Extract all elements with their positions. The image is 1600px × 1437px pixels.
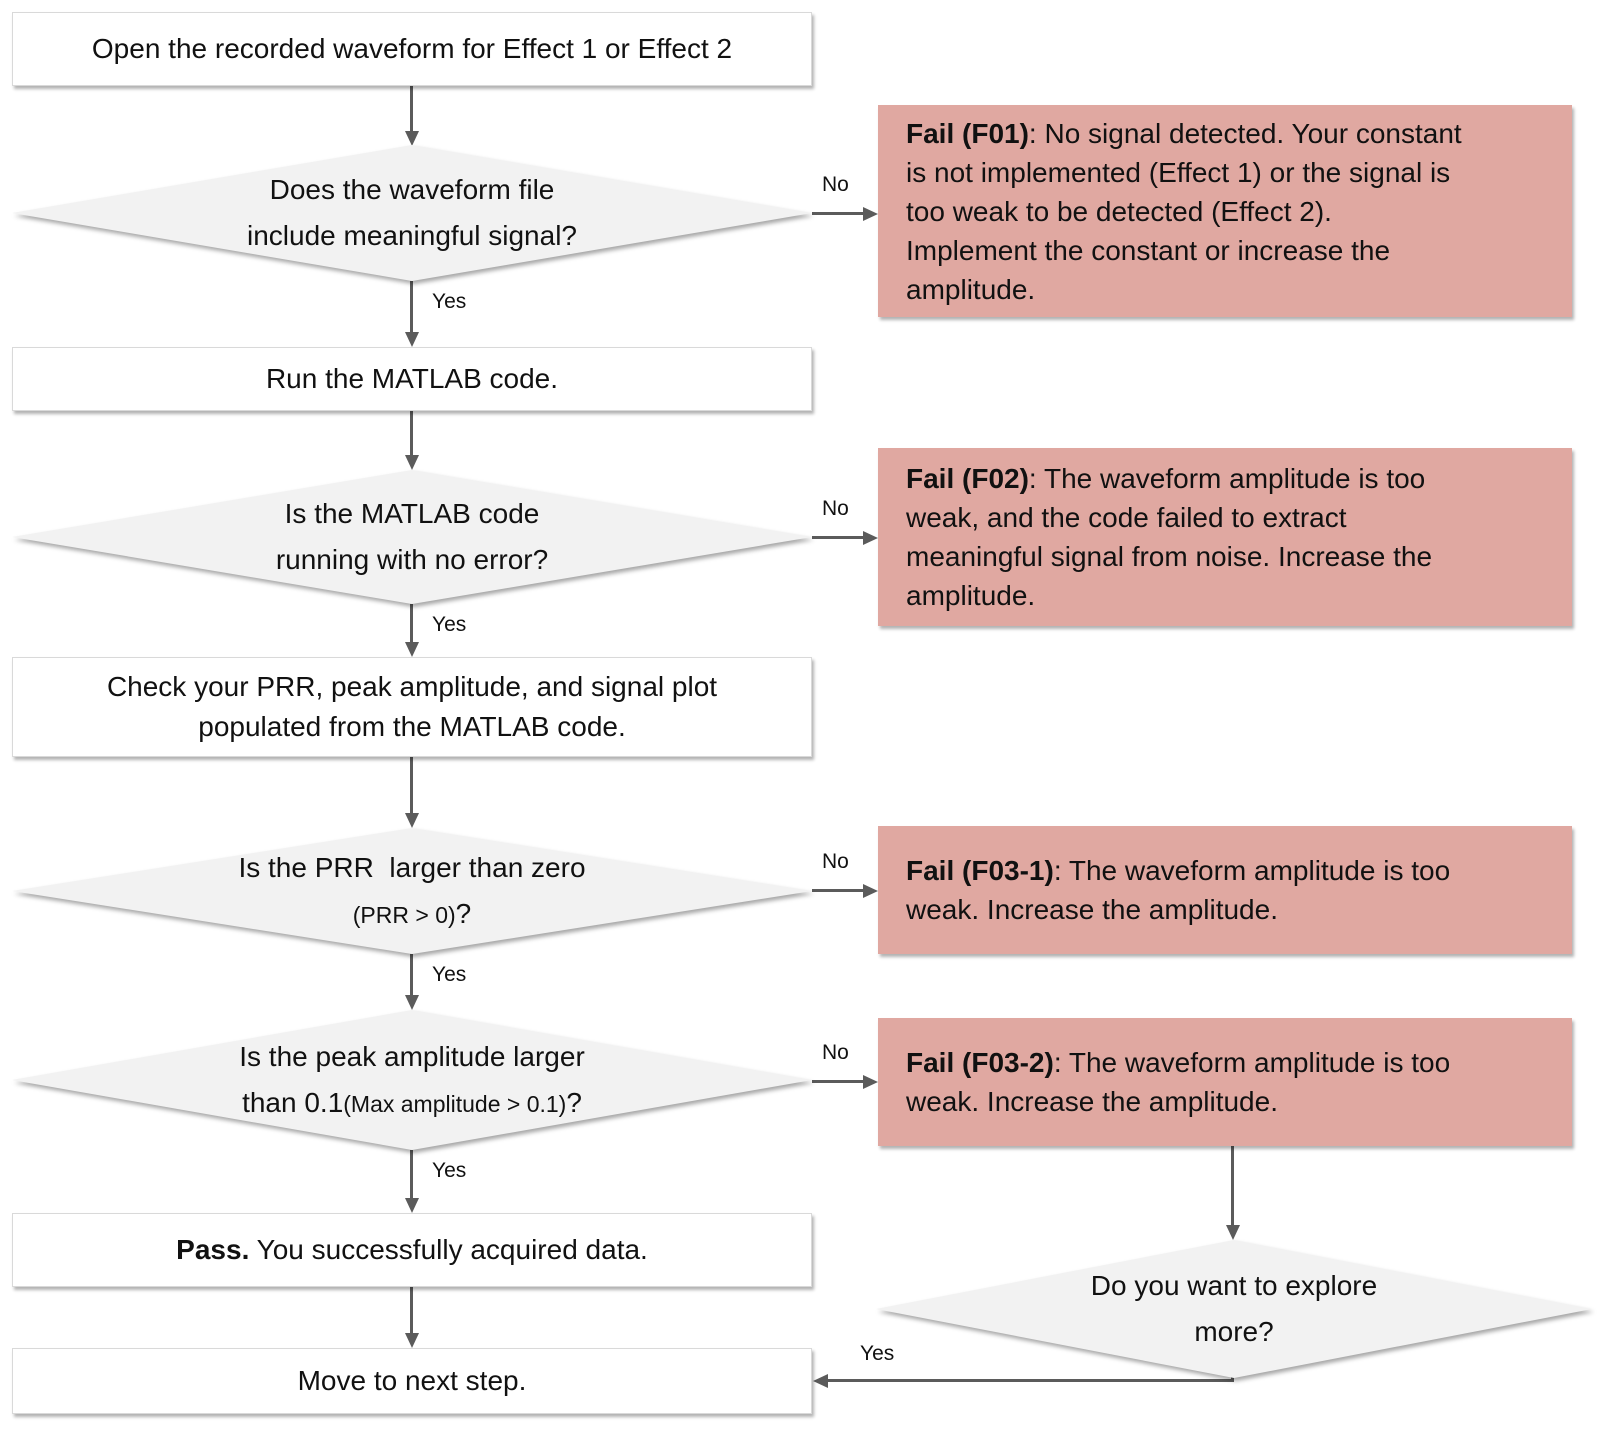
decision-peak-amplitude-text: Is the peak amplitude larger than 0.1(Ma…	[239, 1040, 585, 1118]
diamond-shape	[12, 1010, 812, 1150]
fail-f03-2-line2: weak. Increase the amplitude.	[906, 1086, 1278, 1117]
decision-no-error-text: Is the MATLAB code running with no error…	[275, 498, 549, 575]
fail-f03-2-line1: Fail (F03-2): The waveform amplitude is …	[906, 1047, 1451, 1078]
diamond-shape	[12, 145, 812, 281]
connector-no-to-f02	[812, 536, 863, 539]
connector-no-to-f03-1	[812, 889, 863, 892]
edge-label-yes-2: Yes	[432, 613, 467, 636]
step-pass: Pass. You successfully acquired data.	[12, 1213, 812, 1287]
connector-open-to-signal-decision	[410, 86, 413, 131]
fail-f02-line3: meaningful signal from noise. Increase t…	[906, 541, 1433, 572]
connector-check-to-prr-decision	[410, 757, 413, 813]
step-run-matlab: Run the MATLAB code.	[12, 347, 812, 411]
edge-label-yes-3: Yes	[432, 963, 467, 986]
step-run-matlab-label: Run the MATLAB code.	[265, 363, 559, 394]
step-open-waveform: Open the recorded waveform for Effect 1 …	[12, 12, 812, 86]
fail-f01-line1: Fail (F01): No signal detected. Your con…	[906, 117, 1462, 149]
connector-peak-decision-to-pass	[410, 1150, 413, 1198]
connector-signal-decision-to-run	[410, 281, 413, 332]
fail-box-f01: Fail (F01): No signal detected. Your con…	[878, 105, 1572, 317]
step-move-next: Move to next step.	[12, 1348, 812, 1414]
fail-box-f03-1: Fail (F03-1): The waveform amplitude is …	[878, 826, 1572, 954]
step-move-next-label: Move to next step.	[297, 1365, 527, 1396]
connector-run-to-error-decision	[410, 411, 413, 455]
fail-f02-line1: Fail (F02): The waveform amplitude is to…	[906, 463, 1426, 494]
fail-f03-1-line2: weak. Increase the amplitude.	[906, 894, 1278, 925]
connector-explore-yes-to-move	[828, 1379, 1234, 1382]
step-check-outputs-line2: populated from the MATLAB code.	[198, 711, 626, 742]
step-check-outputs: Check your PRR, peak amplitude, and sign…	[12, 657, 812, 757]
decision-prr-positive-text: Is the PRR larger than zero (PRR > 0)?	[238, 851, 586, 929]
diamond-shape	[12, 828, 812, 954]
decision-meaningful-signal: Does the waveform file include meaningfu…	[12, 145, 812, 281]
fail-f01-line3: too weak to be detected (Effect 2).	[906, 195, 1332, 227]
connector-f03-2-to-explore-decision	[1231, 1146, 1234, 1225]
fail-f01-line4: Implement the constant or increase the	[906, 234, 1391, 266]
edge-label-yes-explore: Yes	[860, 1342, 895, 1365]
decision-prr-positive: Is the PRR larger than zero (PRR > 0)?	[12, 828, 812, 954]
decision-meaningful-signal-text: Does the waveform file include meaningfu…	[247, 174, 577, 251]
edge-label-no-1: No	[822, 173, 849, 196]
connector-no-to-f01	[812, 212, 863, 215]
edge-label-no-2: No	[822, 497, 849, 520]
connector-error-decision-to-check	[410, 604, 413, 642]
decision-peak-amplitude: Is the peak amplitude larger than 0.1(Ma…	[12, 1010, 812, 1150]
fail-f03-1-line1: Fail (F03-1): The waveform amplitude is …	[906, 855, 1451, 886]
diamond-shape	[876, 1240, 1592, 1378]
step-open-waveform-label: Open the recorded waveform for Effect 1 …	[91, 33, 733, 64]
fail-f02-line2: weak, and the code failed to extract	[906, 502, 1347, 533]
fail-f01-line2: is not implemented (Effect 1) or the sig…	[906, 156, 1451, 188]
fail-f02-line4: amplitude.	[906, 580, 1036, 611]
fail-box-f02: Fail (F02): The waveform amplitude is to…	[878, 448, 1572, 626]
fail-f01-line5: amplitude.	[906, 273, 1036, 305]
connector-no-to-f03-2	[812, 1080, 863, 1083]
step-pass-label: Pass. You successfully acquired data.	[176, 1234, 648, 1265]
edge-label-no-3: No	[822, 850, 849, 873]
step-check-outputs-line1: Check your PRR, peak amplitude, and sign…	[106, 671, 718, 702]
decision-explore-more-text: Do you want to explore more?	[1090, 1270, 1378, 1347]
decision-explore-more: Do you want to explore more?	[876, 1240, 1592, 1378]
connector-prr-decision-to-peak-decision	[410, 954, 413, 995]
decision-no-error: Is the MATLAB code running with no error…	[12, 470, 812, 604]
edge-label-yes-1: Yes	[432, 290, 467, 313]
diamond-shape	[12, 470, 812, 604]
connector-pass-to-move	[410, 1287, 413, 1333]
fail-box-f03-2: Fail (F03-2): The waveform amplitude is …	[878, 1018, 1572, 1146]
edge-label-yes-4: Yes	[432, 1159, 467, 1182]
edge-label-no-4: No	[822, 1041, 849, 1064]
